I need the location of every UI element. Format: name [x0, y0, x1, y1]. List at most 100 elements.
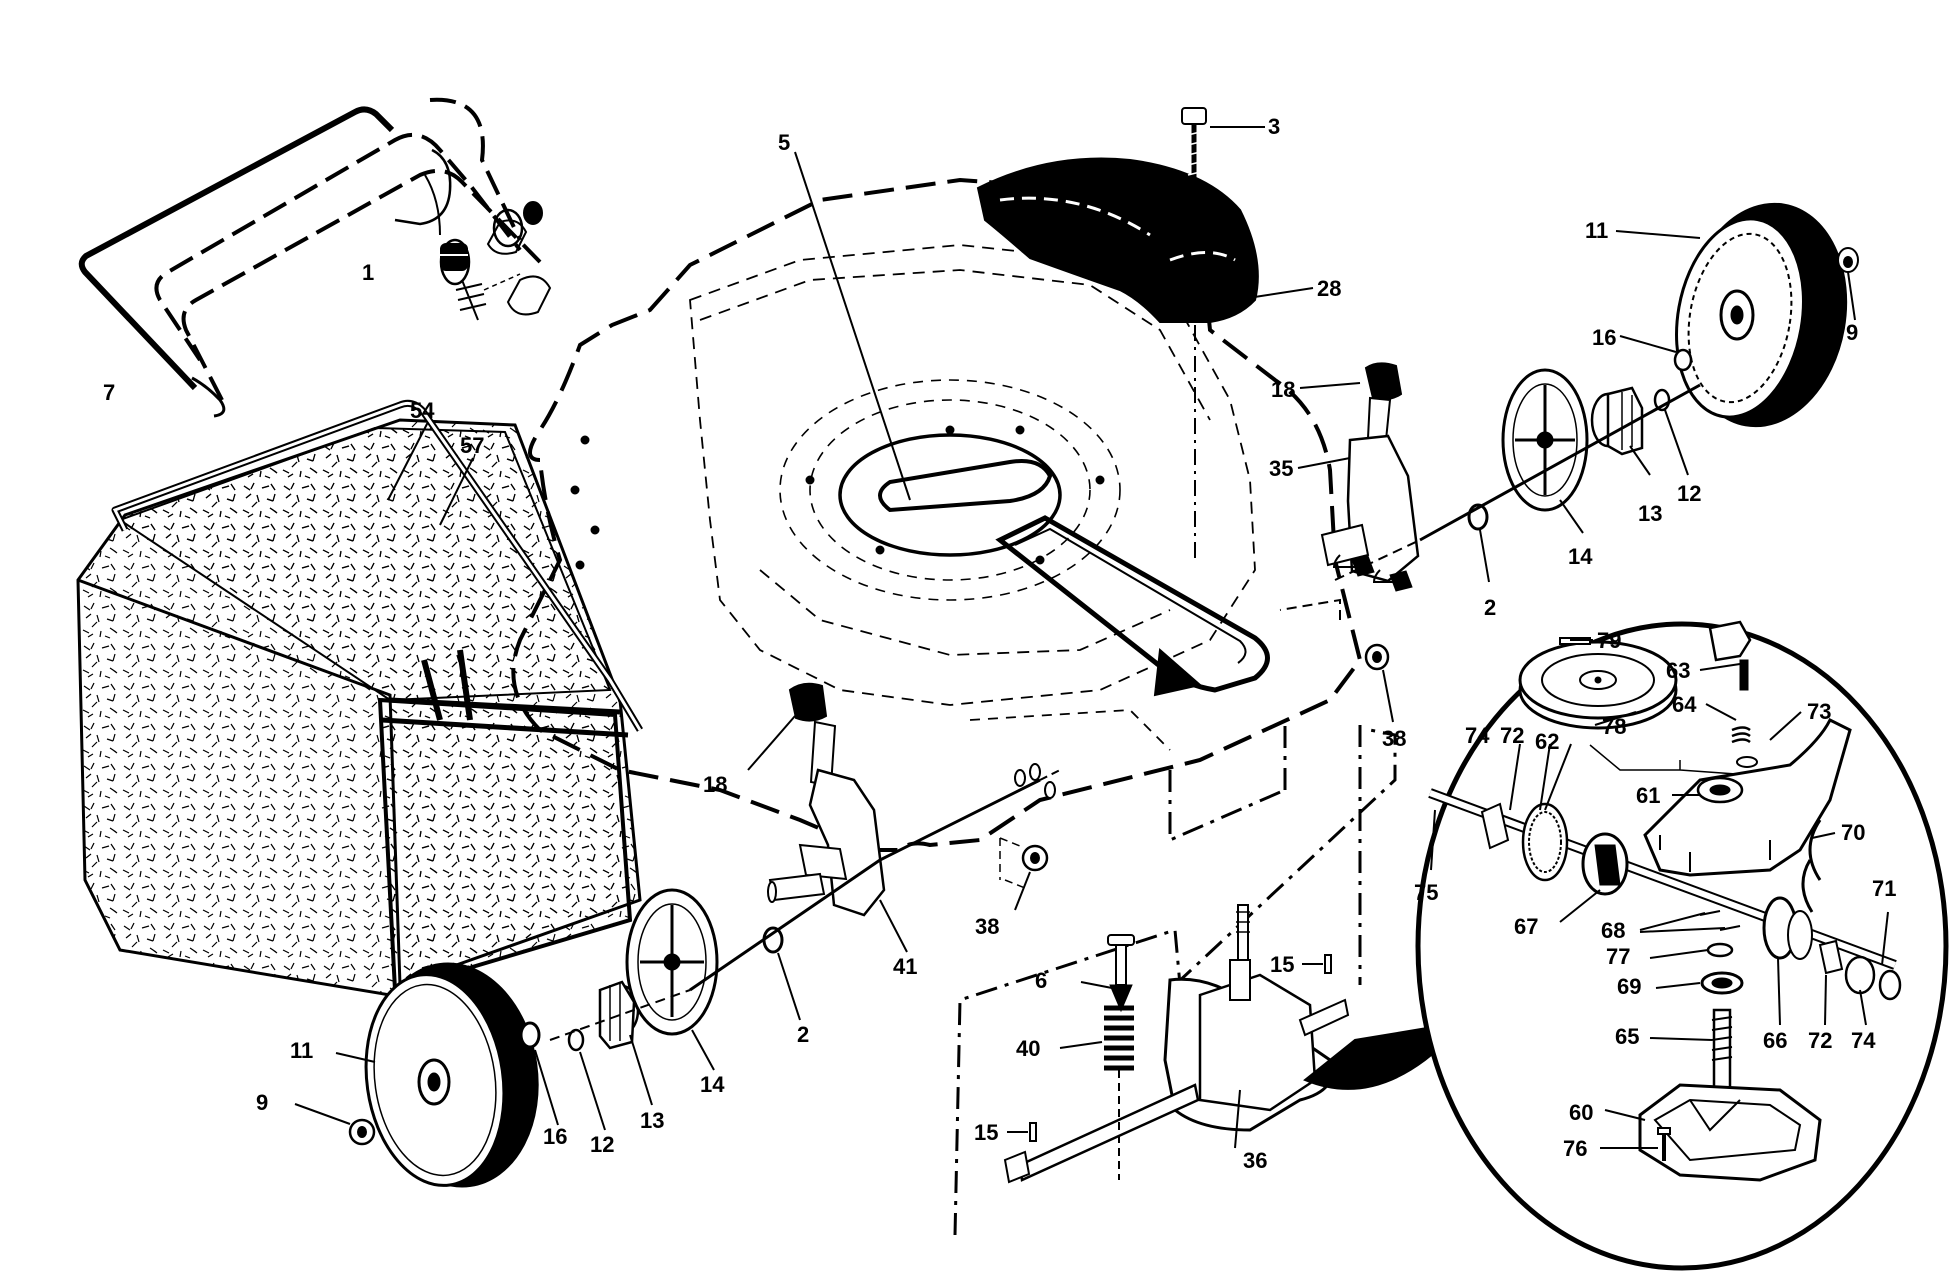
- leader-6: [1080, 981, 1113, 989]
- callout-9: 9: [256, 1090, 269, 1115]
- height-adjuster-left: [767, 682, 886, 917]
- callout-11: 11: [1585, 218, 1609, 243]
- callout-65: 65: [1615, 1024, 1640, 1049]
- washer-16-left: [519, 1021, 541, 1049]
- leader-28: [1247, 287, 1314, 299]
- callout-74: 74: [1465, 723, 1490, 748]
- leader-18-right: [1299, 382, 1361, 389]
- callout-76: 76: [1563, 1136, 1588, 1161]
- leader-16-right: [1619, 335, 1677, 353]
- leader-11-right: [1615, 230, 1701, 239]
- callout-13: 13: [1638, 501, 1663, 526]
- spring-40: [1104, 1005, 1134, 1180]
- gear-13-left: [598, 980, 640, 1050]
- pin-6: [1107, 934, 1135, 1013]
- leader-2-right: [1479, 529, 1490, 583]
- callout-60: 60: [1569, 1100, 1594, 1125]
- hubcap-14-left: [625, 888, 719, 1036]
- callout-57: 57: [460, 433, 485, 458]
- callout-14: 14: [700, 1072, 725, 1097]
- front-wheel-left: [364, 962, 539, 1188]
- leader-54: [387, 421, 429, 501]
- hubcap-14-right: [1501, 368, 1589, 512]
- callout-15: 15: [1270, 952, 1295, 977]
- callout-62: 62: [1535, 729, 1560, 754]
- callout-16: 16: [1592, 325, 1617, 350]
- leader-40: [1059, 1041, 1103, 1049]
- callout-75: 75: [1414, 880, 1439, 905]
- leader-14-right: [1559, 499, 1584, 534]
- inset-leaders: [1430, 639, 1889, 1149]
- callout-14: 14: [1568, 544, 1593, 569]
- leader-13-right: [1629, 445, 1651, 476]
- leader-41: [879, 899, 908, 953]
- callout-36: 36: [1243, 1148, 1268, 1173]
- callout-72: 72: [1500, 723, 1525, 748]
- washer-16-right: [1673, 348, 1693, 372]
- leader-2-left: [777, 952, 801, 1021]
- callout-64: 64: [1672, 692, 1697, 717]
- rear-deflector: [976, 157, 1259, 323]
- callout-74: 74: [1851, 1028, 1876, 1053]
- axle-left: [689, 858, 881, 992]
- leader-16-left: [534, 1049, 559, 1126]
- inset-parts: [1428, 620, 1902, 1182]
- nut-38-right: [1364, 643, 1390, 671]
- transmission-assembly: [953, 725, 1479, 1236]
- leader-57: [439, 457, 474, 526]
- nut-9-left: [348, 1118, 376, 1146]
- rear-wheel-right: [1675, 202, 1848, 428]
- callout-38: 38: [975, 914, 1000, 939]
- axle-right: [1419, 383, 1701, 542]
- gear-13-right: [1590, 386, 1644, 456]
- callout-77: 77: [1606, 944, 1631, 969]
- callout-73: 73: [1807, 699, 1832, 724]
- callout-7: 7: [103, 380, 116, 405]
- bolt-3: [1181, 107, 1207, 188]
- nut-38-left: [1021, 844, 1049, 872]
- callout-67: 67: [1514, 914, 1539, 939]
- callout-1: 1: [362, 260, 375, 285]
- callout-28: 28: [1317, 276, 1342, 301]
- pin-15-lower: [1029, 1122, 1037, 1142]
- leader-35: [1297, 457, 1351, 469]
- axle-front-stub: [879, 778, 1041, 862]
- leader-38-left: [1014, 871, 1031, 911]
- callout-2: 2: [1484, 595, 1497, 620]
- callout-6: 6: [1035, 968, 1048, 993]
- grass-bag: [76, 399, 644, 997]
- height-adjuster-right: [1320, 362, 1420, 592]
- callout-40: 40: [1016, 1036, 1041, 1061]
- leader-5: [794, 151, 911, 501]
- callout-61: 61: [1636, 783, 1661, 808]
- handle-fastener-1: [424, 174, 521, 321]
- callout-12: 12: [1677, 481, 1702, 506]
- callout-12: 12: [590, 1132, 615, 1157]
- callout-3: 3: [1268, 114, 1281, 139]
- callout-11: 11: [290, 1038, 314, 1063]
- callout-70: 70: [1841, 820, 1866, 845]
- callout-35: 35: [1269, 456, 1294, 481]
- leader-11-left: [335, 1052, 376, 1063]
- callout-18: 18: [1271, 377, 1296, 402]
- leader-13-left: [629, 1034, 653, 1106]
- leader-14-left: [691, 1029, 715, 1071]
- nut-9-right: [1837, 247, 1859, 273]
- callout-5: 5: [778, 130, 791, 155]
- callout-78: 78: [1602, 714, 1627, 739]
- callout-18: 18: [703, 772, 728, 797]
- callout-15: 15: [974, 1120, 999, 1145]
- callout-66: 66: [1763, 1028, 1788, 1053]
- callout-69: 69: [1617, 974, 1642, 999]
- callout-16: 16: [543, 1124, 568, 1149]
- callout-72: 72: [1808, 1028, 1833, 1053]
- callout-71: 71: [1872, 876, 1897, 901]
- leader-36: [1234, 1089, 1241, 1149]
- leader-9-right: [1847, 271, 1856, 321]
- callout-79: 79: [1597, 628, 1622, 653]
- callout-38: 38: [1382, 726, 1407, 751]
- callout-13: 13: [640, 1108, 665, 1133]
- callout-2: 2: [797, 1022, 810, 1047]
- callout-9: 9: [1846, 320, 1859, 345]
